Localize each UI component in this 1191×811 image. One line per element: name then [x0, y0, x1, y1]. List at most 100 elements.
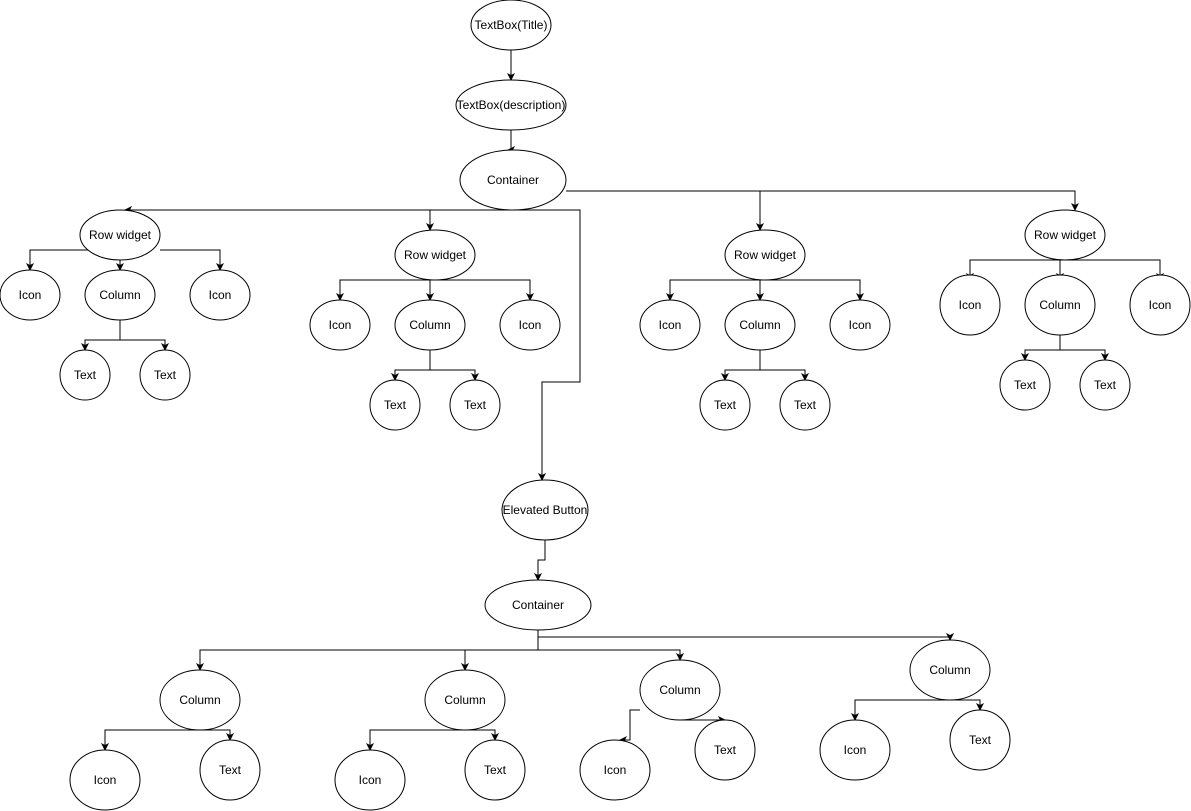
node-row2: Row widget [394, 229, 476, 281]
node-bcol3-text: Text [694, 719, 756, 781]
edge-bcol4-to-bcol4-text [910, 699, 984, 711]
node-row2-column: Column [394, 299, 466, 351]
edge-container-main-to-row4 [760, 190, 1079, 211]
node-label: Icon [94, 773, 117, 787]
node-row2-icon-left: Icon [309, 299, 371, 351]
node-shape [470, 0, 552, 51]
node-label: Column [739, 318, 780, 332]
node-bcol3: Column [639, 659, 721, 721]
edge-bcol4-to-bcol4-icon [851, 699, 910, 721]
node-label: Container [512, 598, 564, 612]
node-shape [699, 379, 751, 431]
node-label: Row widget [89, 228, 152, 242]
node-shape [449, 379, 501, 431]
node-row4-text-2: Text [1079, 359, 1131, 411]
edge-row4-to-row4-icon-left [966, 259, 1065, 281]
node-label: Icon [659, 318, 682, 332]
edge-container-main-to-elevated-button [513, 209, 581, 481]
node-label: Icon [519, 318, 542, 332]
node-label: Column [1039, 298, 1080, 312]
node-bcol4-text: Text [949, 709, 1011, 771]
node-row3-text-1: Text [699, 379, 751, 431]
edge-container-bottom-to-bcol2 [461, 649, 538, 671]
node-shape [484, 579, 592, 631]
node-shape [949, 709, 1011, 771]
node-shape [694, 719, 756, 781]
node-shape [309, 299, 371, 351]
node-shape [0, 269, 61, 321]
edges-layer [26, 50, 1164, 751]
node-label: Container [487, 173, 539, 187]
node-row3-column: Column [724, 299, 796, 351]
node-label: Column [99, 288, 140, 302]
node-bcol2-icon: Icon [334, 749, 406, 811]
edge-row2-column-to-row2-text-2 [430, 369, 479, 381]
node-label: Text [969, 733, 992, 747]
node-shape [464, 739, 526, 801]
node-row1: Row widget [79, 209, 161, 261]
node-label: Row widget [1034, 228, 1097, 242]
node-shape [1129, 274, 1191, 336]
node-bcol1: Column [159, 669, 241, 731]
node-label: Text [1014, 378, 1037, 392]
node-shape [939, 274, 1001, 336]
node-shape [69, 749, 141, 811]
node-label: Icon [849, 318, 872, 332]
node-label: Text [464, 398, 487, 412]
edge-row3-to-row3-icon-left [666, 279, 760, 301]
node-shape [501, 479, 589, 541]
node-shape [334, 749, 406, 811]
node-shape [999, 359, 1051, 411]
edge-row4-to-row4-icon-right [1065, 259, 1164, 281]
node-label: Column [179, 693, 220, 707]
edge-row2-column-to-row2-text-1 [391, 350, 431, 381]
node-label: Row widget [404, 248, 467, 262]
node-label: Elevated Button [503, 503, 588, 517]
node-bcol4-icon: Icon [819, 719, 891, 781]
edge-bcol2-to-bcol2-text [470, 729, 499, 741]
node-row4: Row widget [1024, 209, 1106, 261]
node-label: Icon [359, 773, 382, 787]
node-label: Text [154, 368, 177, 382]
node-row1-text-2: Text [139, 349, 191, 401]
node-label: Text [1094, 378, 1117, 392]
edge-row1-to-row1-icon-right [160, 249, 224, 271]
node-label: Column [409, 318, 450, 332]
node-shape [499, 299, 561, 351]
node-label: Column [659, 683, 700, 697]
edge-row2-to-row2-icon-right [430, 279, 534, 301]
node-shape [369, 379, 421, 431]
node-shape [1024, 274, 1096, 336]
node-label: Text [714, 398, 737, 412]
node-row1-icon-right: Icon [189, 269, 251, 321]
node-bcol4: Column [909, 639, 991, 701]
node-shape [819, 719, 891, 781]
node-row4-column: Column [1024, 274, 1096, 336]
edge-description-to-container-main [507, 130, 515, 154]
node-shape [79, 209, 161, 261]
node-shape [829, 299, 891, 351]
node-label: Text [484, 763, 507, 777]
node-bcol3-icon: Icon [579, 739, 651, 801]
node-shape [909, 639, 991, 701]
node-description: TextBox(description) [455, 79, 567, 131]
node-bcol1-text: Text [199, 739, 261, 801]
node-row1-text-1: Text [59, 349, 111, 401]
node-row2-icon-right: Icon [499, 299, 561, 351]
node-row2-text-2: Text [449, 379, 501, 431]
node-label: Text [794, 398, 817, 412]
node-row3-text-2: Text [779, 379, 831, 431]
node-label: Row widget [734, 248, 797, 262]
node-label: Icon [209, 288, 232, 302]
edge-row3-column-to-row3-text-1 [721, 350, 761, 381]
edge-bcol1-to-bcol1-icon [101, 729, 200, 751]
node-bcol2: Column [424, 669, 506, 731]
node-label: Icon [604, 763, 627, 777]
node-shape [84, 269, 156, 321]
edge-bcol1-to-bcol1-text [200, 729, 234, 741]
node-shape [394, 229, 476, 281]
node-label: TextBox(description) [457, 98, 566, 112]
edge-row2-to-row2-icon-left [336, 279, 430, 301]
node-label: Icon [959, 298, 982, 312]
